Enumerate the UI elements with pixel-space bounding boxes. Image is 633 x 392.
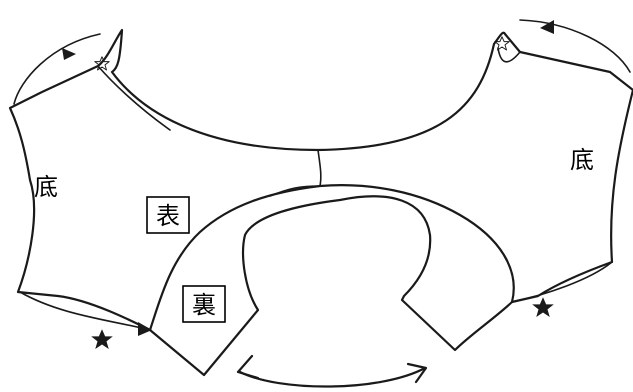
label-bottom-left: 底 (34, 173, 58, 201)
star-icon (91, 329, 113, 349)
arrow-bottom-right (511, 261, 613, 303)
label-outer-side: 表 (156, 202, 180, 230)
arrowhead-top-left (62, 48, 76, 60)
arrow-top-right (519, 19, 631, 73)
label-bottom-right: 底 (570, 146, 594, 174)
star-outline-icon (494, 36, 510, 51)
star-outline-icon (94, 56, 110, 71)
seam-line-upper-left (97, 65, 171, 131)
label-box-inner (182, 285, 226, 323)
arrowhead-bottom-double-left (236, 354, 260, 380)
arrow-top-left (13, 33, 101, 105)
bottom-double-arrow (238, 366, 427, 388)
arrowhead-bottom-left (138, 322, 152, 336)
pattern-outline (8, 28, 633, 377)
arrowhead-top-right (540, 20, 554, 34)
star-icon (532, 297, 554, 317)
inner-collar-top-line (269, 185, 321, 197)
label-inner-side: 裏 (192, 291, 216, 319)
seam-line-upper-right (497, 47, 521, 63)
arrowhead-bottom-double-right (406, 362, 428, 384)
label-box-outer (146, 196, 190, 234)
arrow-bottom-left (19, 291, 151, 331)
center-join-vertical (317, 149, 322, 187)
